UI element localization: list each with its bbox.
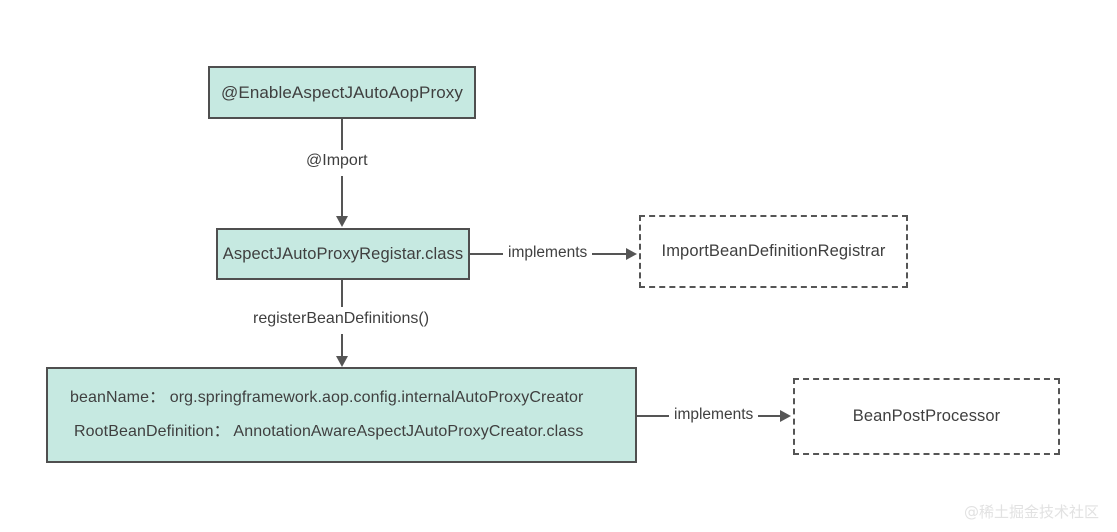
node-label: AspectJAutoProxyRegistar.class xyxy=(222,244,464,263)
connector-register-upper-segment xyxy=(341,280,343,307)
node-aspectj-auto-proxy-registrar-class: AspectJAutoProxyRegistar.class xyxy=(216,228,470,280)
edge-label-implements-registrar: implements xyxy=(503,244,593,262)
edge-label-implements-post-processor: implements xyxy=(669,406,759,424)
node-label: ImportBeanDefinitionRegistrar xyxy=(661,242,886,260)
edge-label-import: @Import xyxy=(301,152,373,170)
arrowhead-right-icon xyxy=(780,410,791,422)
node-enable-aspectj-auto-aop-proxy: @EnableAspectJAutoAopProxy xyxy=(208,66,476,119)
watermark: @稀土掘金技术社区 xyxy=(963,503,1099,521)
node-label: @EnableAspectJAutoAopProxy xyxy=(221,82,463,102)
node-bean-post-processor: BeanPostProcessor xyxy=(793,378,1060,455)
root-bean-definition-line: RootBeanDefinition： AnnotationAwareAspec… xyxy=(74,423,584,440)
bean-name-line: beanName： org.springframework.aop.config… xyxy=(70,389,584,407)
edge-label-register-bean-definitions: registerBeanDefinitions() xyxy=(248,310,435,328)
arrowhead-down-icon xyxy=(336,216,348,227)
node-bean-definition-details: beanName： org.springframework.aop.config… xyxy=(46,367,637,463)
connector-import-upper-segment xyxy=(341,119,343,150)
node-import-bean-definition-registrar: ImportBeanDefinitionRegistrar xyxy=(639,215,908,288)
arrowhead-down-icon xyxy=(336,356,348,367)
connector-import-lower-segment xyxy=(341,176,343,218)
node-label: BeanPostProcessor xyxy=(852,407,1001,425)
arrowhead-right-icon xyxy=(626,248,637,260)
connector-register-lower-segment xyxy=(341,334,343,358)
